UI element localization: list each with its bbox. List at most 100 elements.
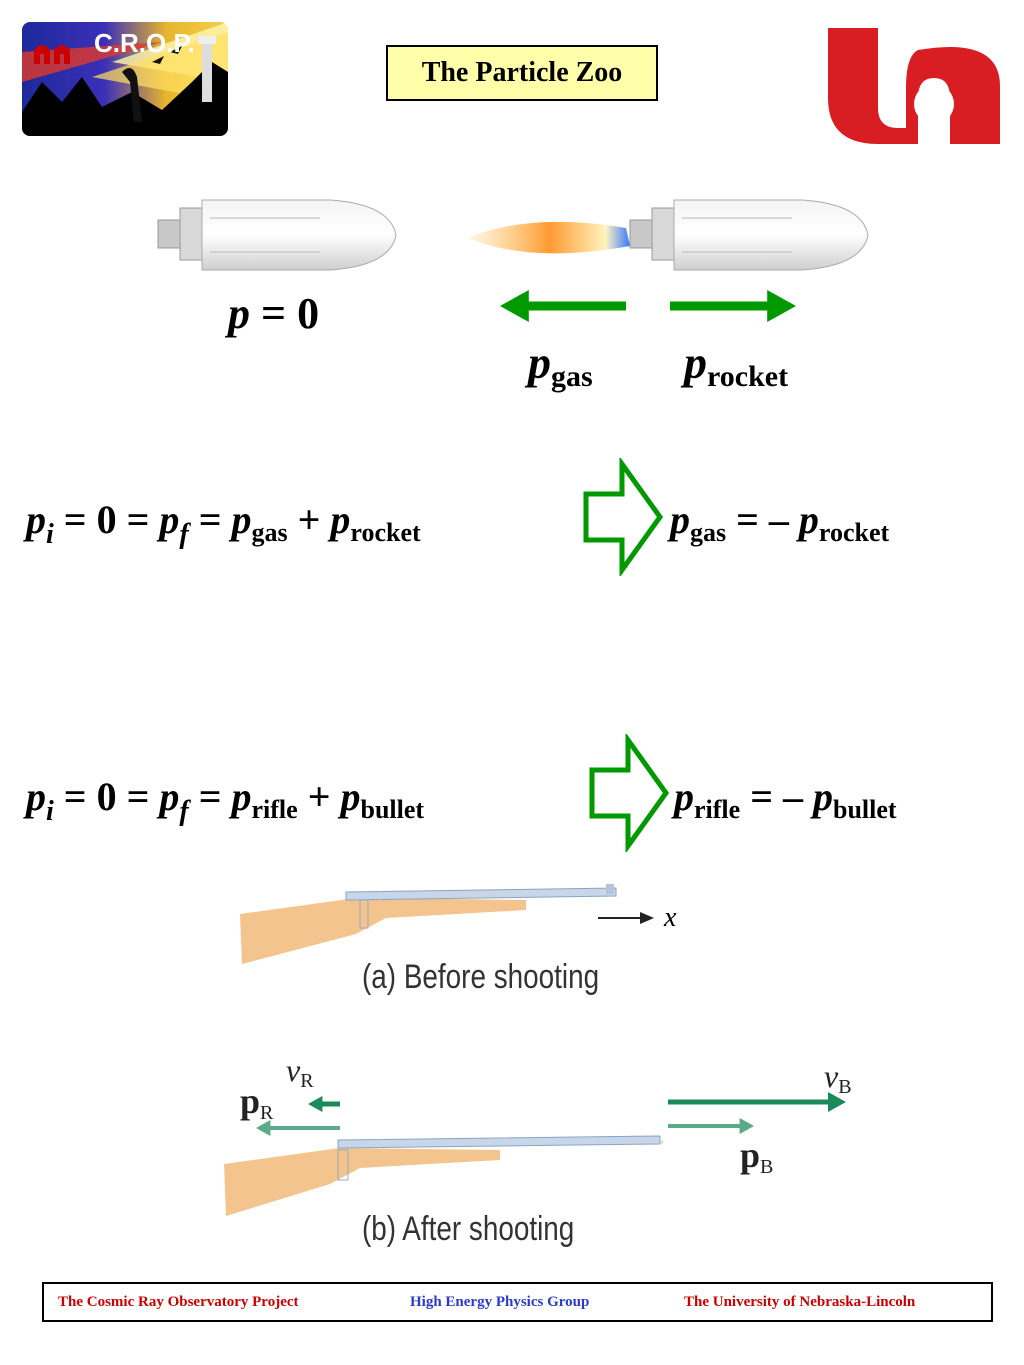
footer: The Cosmic Ray Observatory Project High … — [42, 1282, 993, 1322]
crop-logo-art — [22, 22, 228, 136]
rifle-momentum-equation: pi = 0 = pf = prifle + pbullet — [26, 777, 424, 826]
p-rocket-label: procket — [684, 340, 788, 392]
math-term: procket — [330, 497, 420, 546]
page-title-text: The Particle Zoo — [421, 57, 623, 88]
p-symbol: p — [231, 497, 252, 542]
math-term: pbullet — [340, 774, 424, 823]
p-R-label: pR — [240, 1080, 273, 1125]
subscript: rocket — [350, 518, 421, 547]
p-symbol: p — [670, 497, 690, 542]
subscript: f — [179, 796, 189, 827]
math-term: pgas — [670, 497, 726, 546]
rifle-momentum-result: prifle = – pbullet — [674, 777, 897, 823]
math-operator: = 0 = — [53, 774, 160, 819]
subscript: bullet — [360, 795, 425, 824]
math-operator: + — [287, 497, 331, 542]
v-symbol: v — [824, 1058, 839, 1094]
B-subscript: B — [760, 1156, 774, 1178]
subscript: i — [46, 519, 54, 550]
rocket-exhaust-flame — [468, 221, 630, 254]
R-subscript: R — [260, 1102, 274, 1124]
p-symbol: p — [812, 774, 833, 819]
gas-momentum-arrow-icon — [500, 290, 626, 322]
rocket-firing — [629, 199, 869, 271]
math-operator: = — [188, 774, 232, 819]
R-subscript: R — [300, 1070, 314, 1092]
v-symbol: v — [286, 1052, 301, 1088]
v-R-label: vR — [286, 1052, 314, 1093]
subscript: i — [46, 796, 54, 827]
math-term: pi — [26, 774, 54, 826]
x-axis-arrow-icon — [598, 912, 654, 924]
rocket-momentum-equation: pi = 0 = pf = pgas + procket — [26, 500, 421, 549]
math-operator: + — [297, 774, 341, 819]
footer-university-name: The University of Nebraska-Lincoln — [684, 1294, 916, 1310]
math-operator: = 0 = — [53, 497, 160, 542]
caption-before-shooting: (a) Before shooting — [362, 958, 600, 996]
page-title: The Particle Zoo — [386, 45, 658, 101]
p-symbol: p — [798, 497, 819, 542]
p-symbol: p — [674, 774, 694, 819]
p-symbol: p — [228, 289, 250, 338]
recoil-velocity-arrow-icon — [308, 1096, 340, 1112]
math-term: pgas — [231, 497, 288, 546]
p-symbol: p — [231, 774, 252, 819]
momentum-arrows — [500, 290, 796, 322]
bullet-velocity-arrow-icon — [668, 1092, 846, 1112]
p-symbol: p — [330, 497, 351, 542]
math-term: pbullet — [812, 774, 897, 823]
p-equals-zero-label: p = 0 — [228, 292, 319, 336]
implies-arrow-icon — [589, 734, 670, 852]
bullet-arrows — [668, 1092, 846, 1134]
p-symbol: p — [340, 774, 361, 819]
rifle-after-illustration — [224, 1135, 666, 1216]
implies-arrow-icon — [583, 458, 664, 576]
p-symbol: p — [26, 497, 46, 542]
subscript: f — [179, 519, 189, 550]
subscript: gas — [690, 518, 727, 547]
subscript: rocket — [818, 518, 890, 547]
recoil-arrows — [256, 1096, 340, 1136]
math-term: procket — [798, 497, 889, 546]
university-logo-icon — [828, 28, 1000, 144]
p-symbol: p — [26, 774, 46, 819]
math-operator: = — [188, 497, 232, 542]
p-B-label: pB — [740, 1134, 773, 1179]
rocket-subscript: rocket — [707, 360, 789, 393]
footer-group-name: High Energy Physics Group — [410, 1294, 590, 1310]
rocket-at-rest — [157, 199, 397, 271]
B-subscript: B — [838, 1076, 852, 1098]
subscript: gas — [251, 518, 288, 547]
p-symbol: p — [159, 497, 180, 542]
rocket-momentum-arrow-icon — [670, 290, 796, 322]
math-term: pi — [26, 497, 54, 549]
p-symbol: p — [528, 337, 551, 388]
math-term: pf — [159, 497, 188, 549]
caption-after-shooting: (b) After shooting — [362, 1210, 575, 1248]
recoil-momentum-arrow-icon — [256, 1120, 340, 1136]
rifle-before-illustration — [240, 884, 617, 964]
p-symbol: p — [684, 337, 707, 388]
bullet-momentum-arrow-icon — [668, 1118, 754, 1134]
gas-subscript: gas — [551, 360, 593, 393]
footer-project-name: The Cosmic Ray Observatory Project — [58, 1294, 299, 1310]
math-term: prifle — [674, 774, 740, 823]
p-symbol: p — [240, 1081, 261, 1121]
subscript: rifle — [694, 795, 741, 824]
x-axis-label: x — [664, 902, 677, 933]
rocket-momentum-result: pgas = – procket — [670, 500, 889, 546]
v-B-label: vB — [824, 1058, 852, 1099]
crop-logo: C.R.O.P. — [22, 22, 228, 136]
math-operator: = – — [726, 497, 799, 542]
crop-logo-text: C.R.O.P. — [94, 28, 195, 58]
subscript: bullet — [832, 795, 897, 824]
rocket-diagram — [157, 199, 869, 271]
p-symbol: p — [740, 1135, 761, 1175]
math-term: prifle — [231, 774, 298, 823]
equals-zero: = 0 — [250, 289, 320, 338]
p-gas-label: pgas — [528, 340, 593, 392]
math-operator: = – — [740, 774, 813, 819]
p-symbol: p — [159, 774, 180, 819]
math-term: pf — [159, 774, 188, 826]
subscript: rifle — [251, 795, 298, 824]
